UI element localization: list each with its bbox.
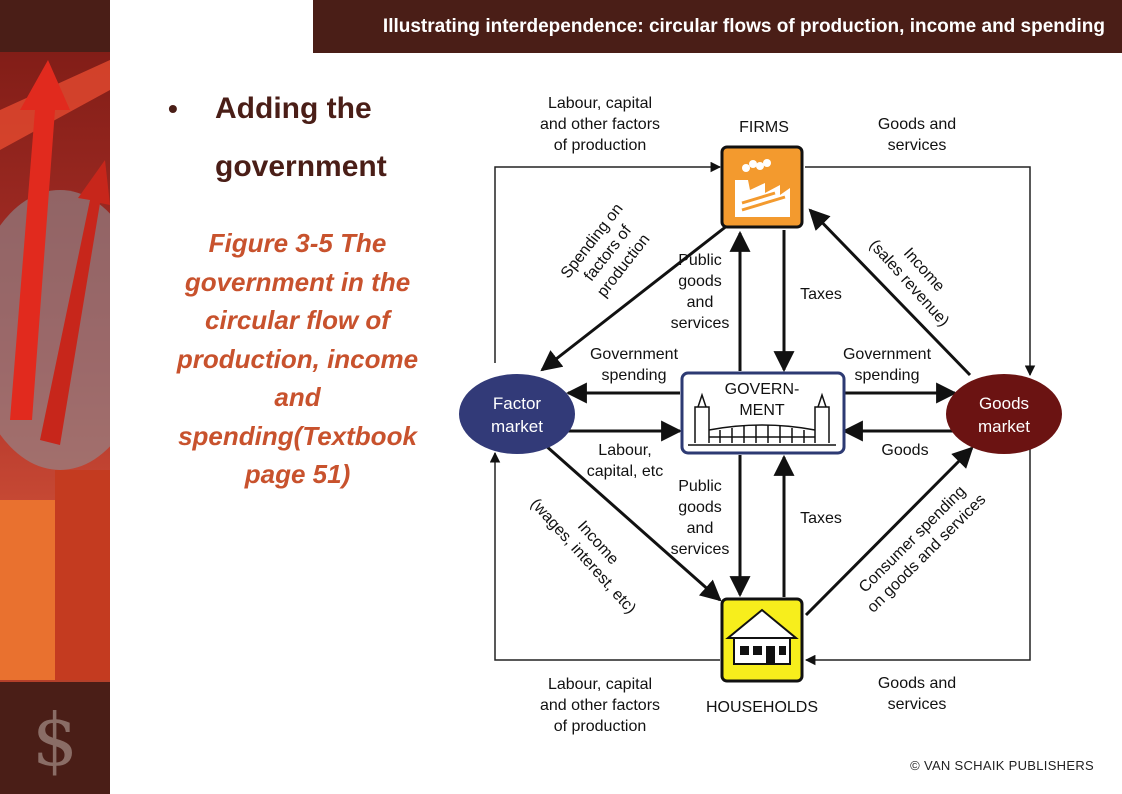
public-goods-bottom-4: services	[671, 541, 730, 558]
flow-goods-to-households	[804, 427, 1031, 666]
slide-header: Illustrating interdependence: circular f…	[313, 0, 1122, 53]
consumer-spending-2: on goods and services	[864, 491, 989, 616]
labour-capital-1: Labour,	[598, 442, 651, 459]
government-label-1: GOVERN-	[725, 381, 800, 398]
consumer-spending-label: Consumer spending on goods and services	[856, 483, 989, 616]
factor-market-label-2: market	[491, 417, 543, 436]
label-bottom-right-1: Goods and	[878, 675, 956, 692]
arrow-consumer-spending	[804, 446, 974, 617]
house-icon	[725, 608, 799, 665]
income-sales-label: Income (sales revenue)	[866, 237, 952, 330]
flow-firms-to-goods	[805, 166, 1036, 377]
arrow-spending-on-factors	[540, 223, 729, 372]
label-top-left-3: of production	[554, 137, 647, 154]
income-wages-label: Income (wages, interest, etc)	[527, 495, 639, 617]
gov-spending-right-1: Government	[843, 346, 932, 363]
copyright-notice: © VAN SCHAIK PUBLISHERS	[910, 758, 1094, 773]
decorative-sidebar: $	[0, 0, 110, 794]
gov-spending-left-2: spending	[602, 367, 667, 384]
label-bottom-left-2: and other factors	[540, 697, 660, 714]
taxes-bottom: Taxes	[800, 510, 842, 527]
outer-labels: Labour, capital and other factors of pro…	[540, 95, 956, 735]
label-top-left-1: Labour, capital	[548, 95, 652, 112]
parliament-building-icon	[688, 392, 836, 446]
bullet-text: Adding the government	[215, 92, 387, 183]
households-node: HOUSEHOLDS	[706, 597, 818, 716]
center-labels: Public goods and services Taxes Public g…	[587, 252, 932, 558]
taxes-top: Taxes	[800, 286, 842, 303]
goods-market-label-2: market	[978, 417, 1030, 436]
firms-label: FIRMS	[739, 119, 789, 136]
goods-label: Goods	[881, 442, 928, 459]
arrow-income-sales	[808, 208, 972, 377]
public-goods-top-2: goods	[678, 273, 722, 290]
arrow-income-wages	[544, 443, 722, 602]
public-goods-top-4: services	[671, 315, 730, 332]
outer-flow-lines	[489, 161, 1036, 666]
factor-market-label-1: Factor	[493, 394, 542, 413]
label-top-left-2: and other factors	[540, 116, 660, 133]
circular-flow-diagram: FIRMS HOUSEHOLDS Factor market Goods mar…	[459, 95, 1062, 735]
label-top-right-2: services	[888, 137, 947, 154]
sidebar-artwork: $	[0, 0, 110, 794]
households-label: HOUSEHOLDS	[706, 699, 818, 716]
inner-flow-arrows	[540, 208, 974, 617]
bullet-icon: •	[168, 93, 178, 124]
factor-market-node: Factor market	[459, 374, 575, 454]
flow-factor-to-firms	[494, 161, 722, 363]
publisher-logo-icon: $	[32, 698, 78, 782]
firms-node: FIRMS	[720, 119, 804, 229]
public-goods-bottom-1: Public	[678, 478, 722, 495]
public-goods-bottom-3: and	[687, 520, 714, 537]
goods-market-label-1: Goods	[979, 394, 1029, 413]
label-bottom-right-2: services	[888, 696, 947, 713]
label-top-right-1: Goods and	[878, 116, 956, 133]
flow-households-to-factor	[489, 451, 720, 661]
gov-spending-left-1: Government	[590, 346, 679, 363]
label-bottom-left-3: of production	[554, 718, 647, 735]
labour-capital-2: capital, etc	[587, 463, 663, 480]
gov-spending-right-2: spending	[855, 367, 920, 384]
government-node: GOVERN- MENT	[680, 371, 846, 455]
public-goods-top-1: Public	[678, 252, 722, 269]
factory-icon	[735, 159, 790, 217]
government-label-2: MENT	[739, 402, 785, 419]
public-goods-top-3: and	[687, 294, 714, 311]
label-bottom-left-1: Labour, capital	[548, 676, 652, 693]
figure-caption: Figure 3-5 The government in the circula…	[176, 228, 419, 489]
public-goods-bottom-2: goods	[678, 499, 722, 516]
goods-market-node: Goods market	[946, 374, 1062, 454]
